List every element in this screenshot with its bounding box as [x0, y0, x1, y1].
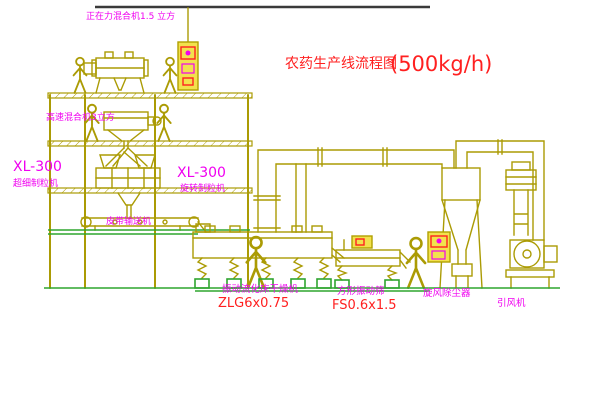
fan-base: [505, 269, 555, 278]
control-panel-2: [427, 231, 451, 263]
diagram-title-capacity: (500kg/h): [390, 52, 492, 76]
duct-riser-2: [295, 163, 307, 233]
floor-slab-top: [47, 92, 253, 99]
label-top-mixer: 正在力混合机1.5 立方: [86, 10, 175, 22]
panel1-indicator-dot: [185, 50, 191, 56]
screen-spring: [336, 265, 348, 281]
stack-cap: [505, 169, 537, 191]
floor-slab-2: [47, 140, 253, 147]
exhaust-duct-1: [253, 147, 455, 233]
label-screen-model: FS0.6x1.5: [332, 298, 397, 313]
foundation-pad: [290, 278, 306, 289]
label-granulator-mid-model: XL-300: [177, 165, 226, 181]
cyclone-rotary-valve: [451, 263, 473, 277]
screen-feed-box: [351, 235, 373, 249]
granulator-machine: [95, 154, 161, 219]
foundation-pad: [334, 279, 350, 289]
worker-top-left: [72, 56, 88, 94]
fluid-bed-dryer-machine: [192, 223, 345, 279]
top-mixer-machine: [83, 51, 149, 94]
screen-spring: [386, 265, 398, 281]
foundation-pad: [226, 278, 242, 289]
foundation-pad: [258, 278, 274, 289]
worker-ground-right: [405, 236, 427, 290]
label-granulator-mid-name: 旋转制粒机: [180, 182, 225, 194]
ground-and-foundations: [44, 278, 560, 292]
dryer-spring: [292, 257, 304, 279]
worker-figures: [72, 56, 427, 290]
dryer-spring: [196, 257, 208, 279]
label-dryer-name: 振动流化床干燥机: [222, 283, 299, 295]
dryer-spring: [318, 257, 330, 279]
label-granulator-left-name: 超细制粒机: [13, 177, 58, 189]
high-speed-mixer-machine: [103, 111, 162, 167]
foundation-pad: [384, 279, 400, 289]
panel2-indicator-dot: [436, 238, 442, 244]
dryer-feed-inlet: [195, 223, 211, 233]
mixer2-motor: [152, 116, 162, 126]
dryer-spring: [228, 257, 240, 279]
conveyor-ground-line: [48, 229, 250, 235]
label-belt-conveyor: 皮带输送机: [106, 215, 151, 227]
cyclone-supports: [439, 199, 483, 289]
building-structure: [47, 92, 253, 289]
fan-motor: [543, 245, 558, 263]
label-high-speed-mixer: 高速混合机3立方: [46, 111, 115, 123]
mixer-motor: [83, 62, 97, 75]
cyclone-machine: [439, 167, 483, 289]
worker-floor2-right: [156, 103, 172, 143]
duct-flanges: [317, 147, 388, 167]
screen-spouts: [335, 239, 411, 269]
label-screen-name: 方形振动筛: [337, 285, 385, 297]
foundation-pad: [194, 278, 210, 289]
label-cyclone: 旋风除尘器: [423, 287, 471, 299]
panel1-indicator-frame: [180, 46, 196, 60]
vibrating-screen-machine: [335, 235, 411, 281]
label-fan: 引风机: [497, 297, 526, 309]
diagram-labels: 农药生产线流程图 (500kg/h) 正在力混合机1.5 立方 高速混合机3立方…: [13, 10, 526, 313]
diagram-title: 农药生产线流程图: [285, 56, 397, 72]
y-split-chute: [105, 147, 148, 167]
duct2-flange: [497, 139, 503, 155]
worker-top-right: [162, 56, 178, 94]
granulator-discharge: [117, 192, 141, 219]
label-granulator-left-model: XL-300: [13, 159, 62, 175]
control-panel-1: [177, 41, 199, 91]
exhaust-duct-2: [455, 139, 545, 241]
label-dryer-model: ZLG6x0.75: [218, 296, 289, 311]
panel2-indicator-frame: [430, 235, 448, 248]
foundation-pad: [316, 278, 332, 289]
exhaust-stack: [505, 161, 537, 236]
induced-draft-fan-machine: [505, 239, 558, 289]
